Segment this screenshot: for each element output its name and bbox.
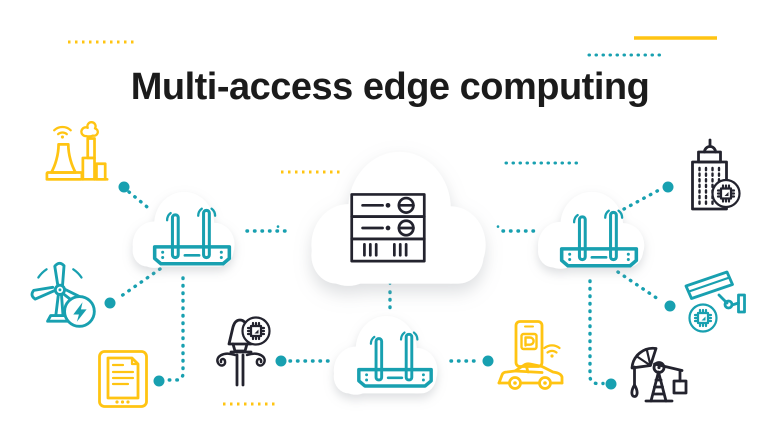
cloud-left — [123, 188, 243, 273]
endpoint-dot — [118, 181, 130, 193]
endpoint-dot — [482, 355, 494, 367]
connector-rightcloud-oilpump — [588, 279, 605, 386]
connector-powerplant-leftcloud — [127, 190, 154, 213]
cloud-bottom — [324, 312, 446, 400]
wind-turbine-icon — [30, 261, 96, 328]
oil-pump-icon — [630, 346, 688, 403]
smart-building-icon — [691, 138, 741, 211]
router-icon — [152, 206, 232, 266]
cloud-right — [528, 188, 653, 274]
title-text: Multi-access edge computing — [130, 66, 650, 108]
connector-leftcloud-windturbine — [115, 267, 162, 301]
tablet-icon — [98, 350, 148, 408]
street-lamp-icon — [216, 316, 271, 387]
power-plant-icon — [45, 121, 109, 181]
router-icon — [559, 208, 639, 268]
decorative-lines — [68, 36, 717, 406]
endpoint-dot — [664, 300, 676, 312]
cctv-camera-icon — [684, 270, 746, 333]
server-icon — [350, 193, 426, 263]
car-parking-phone-icon — [497, 320, 564, 390]
page-title: Multi-access edge computing — [0, 66, 780, 109]
endpoint-dot — [605, 378, 617, 390]
connector-leftcloud-tablet — [165, 276, 185, 382]
connector-rightcloud-cctv — [616, 270, 663, 303]
network-connectors — [115, 188, 663, 386]
connector-rightcloud-building — [622, 188, 661, 211]
endpoint-dot — [104, 297, 116, 309]
cloud-central — [295, 145, 500, 295]
endpoint-dot — [275, 355, 287, 367]
endpoint-dot — [153, 375, 165, 387]
endpoint-dot — [662, 181, 674, 193]
router-icon — [357, 330, 433, 388]
connector-endpoint-dots — [104, 181, 676, 390]
